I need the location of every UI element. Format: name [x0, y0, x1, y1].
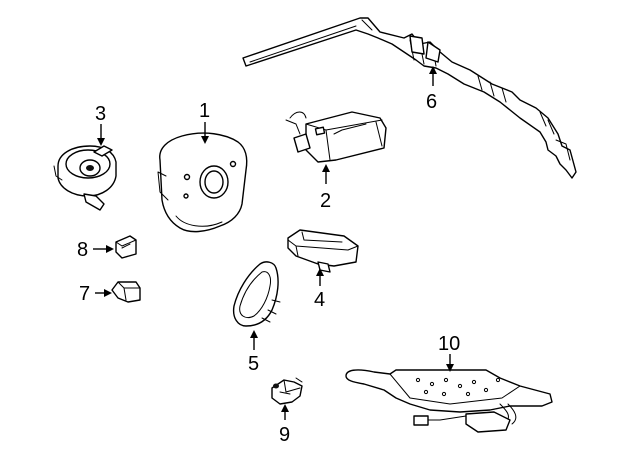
callout-9: 9	[279, 404, 290, 446]
callout-3: 3	[95, 103, 106, 146]
label-5: 5	[248, 353, 259, 375]
label-7: 7	[79, 283, 90, 305]
clockspring-connector-icon	[271, 377, 303, 405]
callout-5: 5	[248, 330, 259, 375]
front-sensor-icon	[115, 235, 137, 259]
callout-8: 8	[77, 239, 114, 261]
passenger-airbag-icon	[285, 111, 387, 163]
impact-sensor-icon	[111, 281, 141, 303]
clock-spring-icon	[53, 145, 117, 211]
sensor-module-icon	[287, 229, 359, 273]
callout-10: 10	[438, 333, 460, 372]
callout-2: 2	[320, 164, 331, 212]
label-9: 9	[279, 424, 290, 446]
label-4: 4	[314, 289, 325, 311]
label-6: 6	[426, 91, 437, 113]
callout-6: 6	[426, 66, 437, 113]
curtain-airbag-icon	[242, 17, 577, 179]
seat-airbag-icon	[232, 261, 281, 327]
occupant-sensor-mat-icon	[345, 369, 553, 433]
steering-wheel-airbag-icon	[157, 132, 248, 233]
callout-1: 1	[199, 100, 210, 144]
label-2: 2	[320, 190, 331, 212]
callout-4: 4	[314, 268, 325, 311]
callout-7: 7	[79, 283, 112, 305]
label-1: 1	[199, 100, 210, 122]
label-3: 3	[95, 103, 106, 125]
label-10: 10	[438, 333, 460, 355]
label-8: 8	[77, 239, 88, 261]
